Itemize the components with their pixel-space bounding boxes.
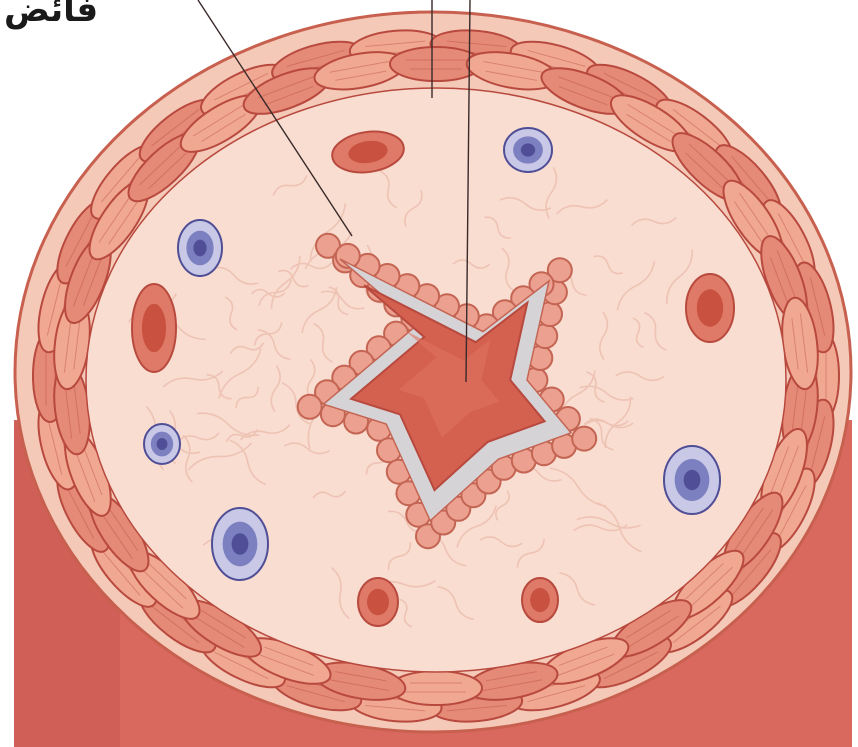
vessel-lumen <box>142 304 166 352</box>
blue-cell <box>144 424 180 464</box>
blue-cell <box>178 220 222 276</box>
epithelial-cell <box>572 427 596 451</box>
blue-cell-nucleus <box>193 240 206 257</box>
epithelial-cell <box>298 395 322 419</box>
vessel-lumen <box>697 289 723 326</box>
blood-vessel <box>132 284 176 372</box>
blood-vessel <box>522 578 558 622</box>
vessel-lumen <box>530 588 550 612</box>
blue-cell-nucleus <box>521 143 535 156</box>
blue-cell <box>212 508 268 580</box>
blood-vessel <box>358 578 398 626</box>
blue-cell-nucleus <box>157 438 168 450</box>
blue-cell <box>504 128 552 172</box>
blue-cell <box>664 446 720 514</box>
blood-vessel <box>686 274 734 342</box>
label-top-left: فائض <box>4 0 98 30</box>
blue-cell-nucleus <box>684 470 701 490</box>
vessel-lumen <box>367 589 389 615</box>
blue-cell-nucleus <box>232 533 249 555</box>
